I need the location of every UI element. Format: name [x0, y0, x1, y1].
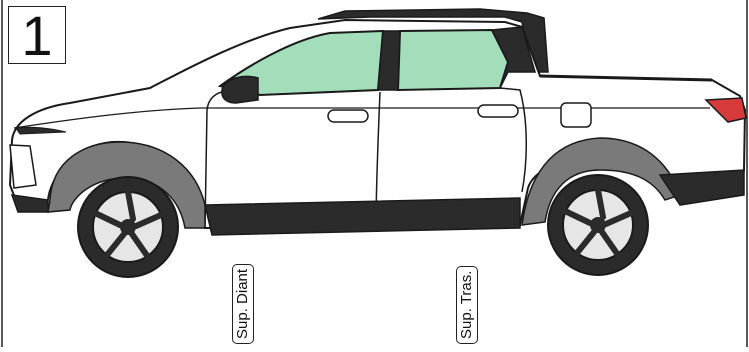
front-door-handle — [328, 110, 368, 122]
rocker-cladding — [205, 198, 520, 235]
rear-wheel — [548, 175, 648, 275]
rear-door-label: Sup. Tras. — [456, 266, 478, 344]
rear-window-glass — [398, 30, 508, 90]
step-number-box: 1 — [8, 6, 66, 64]
front-wheel — [78, 177, 178, 277]
rear-bumper — [660, 170, 744, 205]
front-door-label: Sup. Diant — [232, 264, 254, 344]
fuel-door — [561, 103, 591, 127]
step-number: 1 — [21, 8, 52, 64]
rear-door-handle — [478, 105, 518, 117]
